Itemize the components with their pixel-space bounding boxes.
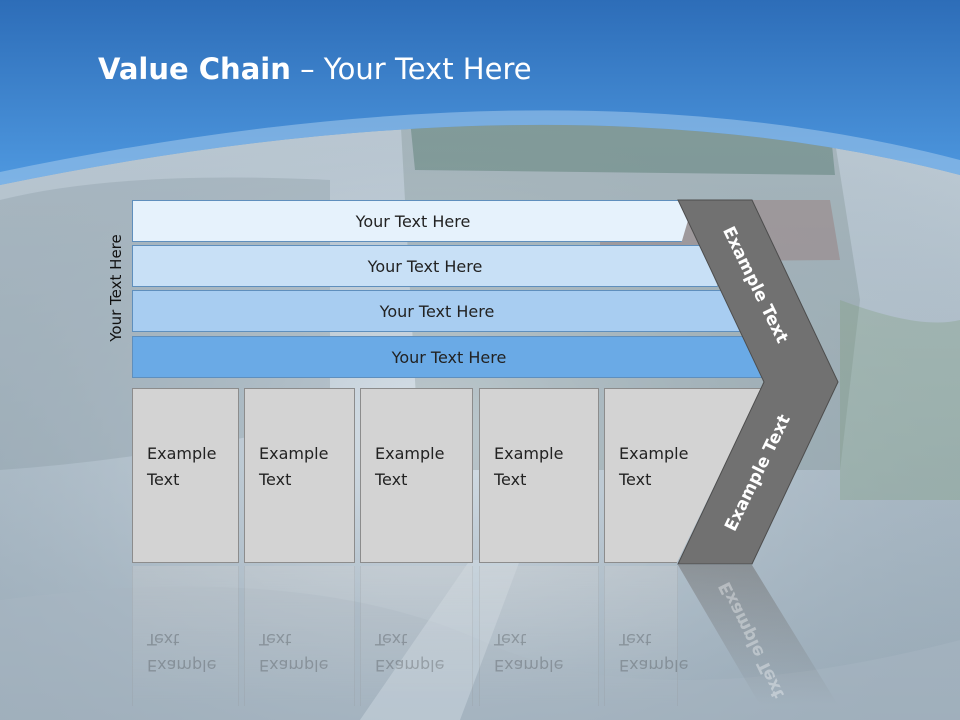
box-4-line1: Example <box>494 444 564 463</box>
box-1-line2: Text <box>147 470 180 489</box>
box-3-line2: Text <box>375 470 408 489</box>
slide-title: Value Chain – Your Text Here <box>98 52 532 86</box>
title-rest: – Your Text Here <box>290 52 532 86</box>
box-5-line2: Text <box>619 470 652 489</box>
box-2-line1: Example <box>259 444 329 463</box>
box-2-line2: Text <box>259 470 292 489</box>
chevron-shape <box>677 199 839 565</box>
bar-2: Your Text Here <box>132 245 718 287</box>
bar-2-label: Your Text Here <box>367 256 483 276</box>
bar-3-label: Your Text Here <box>379 301 495 321</box>
bar-4: Your Text Here <box>132 336 766 378</box>
title-bold: Value Chain <box>98 52 291 86</box>
box-4-line2: Text <box>494 470 527 489</box>
box-3-line1: Example <box>375 444 445 463</box>
bar-3: Your Text Here <box>132 290 742 332</box>
bar-4-label: Your Text Here <box>391 347 507 367</box>
box-1-line1: Example <box>147 444 217 463</box>
box-5-line1: Example <box>619 444 689 463</box>
chevron-reflection <box>678 565 838 705</box>
bar-1: Your Text Here <box>132 200 694 242</box>
bar-1-label: Your Text Here <box>355 211 471 231</box>
